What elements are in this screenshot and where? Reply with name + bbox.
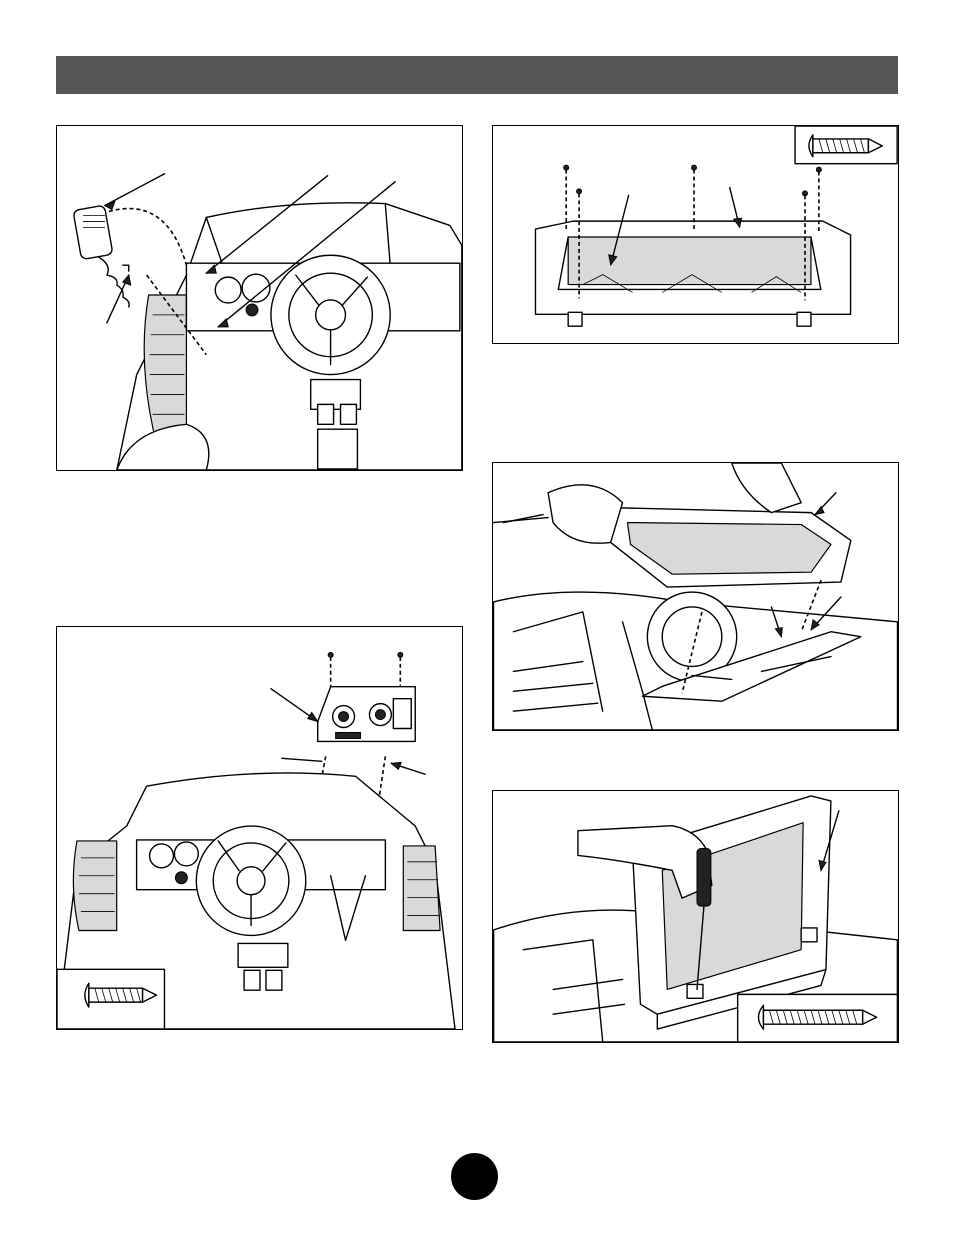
section-header-bar xyxy=(56,56,898,94)
figure-4-radio-panel-install xyxy=(56,626,463,1030)
figure-1-drawing xyxy=(57,126,462,470)
figure-3-drawing xyxy=(493,463,898,730)
figure-3-attach-windshield xyxy=(492,462,899,731)
page-number-badge xyxy=(451,1153,498,1200)
figure-4-drawing xyxy=(57,627,462,1029)
figure-2-windshield-frame xyxy=(492,125,899,344)
figure-5-secure-windshield xyxy=(492,790,899,1043)
figure-2-drawing xyxy=(493,126,898,343)
figure-1-microphone-install xyxy=(56,125,463,471)
figure-5-drawing xyxy=(493,791,898,1042)
